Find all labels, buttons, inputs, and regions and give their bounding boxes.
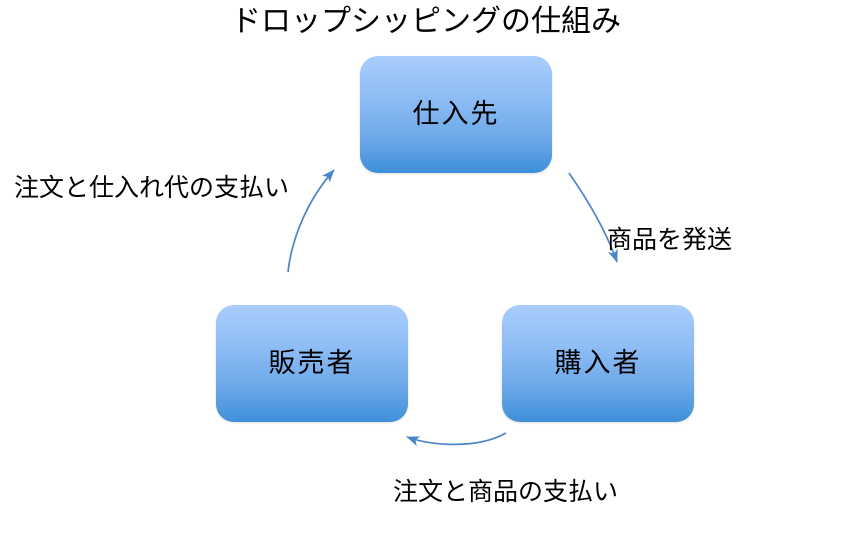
- node-supplier[interactable]: 仕入先: [360, 56, 552, 173]
- node-seller[interactable]: 販売者: [216, 305, 408, 422]
- arrow-seller-to-supplier: [287, 169, 335, 273]
- node-buyer-label: 購入者: [554, 347, 642, 379]
- edge-label-supplier-to-buyer: 商品を発送: [607, 225, 733, 254]
- node-supplier-label: 仕入先: [412, 98, 500, 130]
- edge-label-seller-to-supplier: 注文と仕入れ代の支払い: [14, 173, 290, 202]
- edge-label-buyer-to-seller: 注文と商品の支払い: [393, 477, 619, 506]
- node-buyer[interactable]: 購入者: [502, 305, 694, 422]
- page-title: ドロップシッピングの仕組み: [231, 4, 621, 39]
- arrow-buyer-to-seller: [406, 432, 507, 446]
- node-seller-label: 販売者: [268, 347, 356, 379]
